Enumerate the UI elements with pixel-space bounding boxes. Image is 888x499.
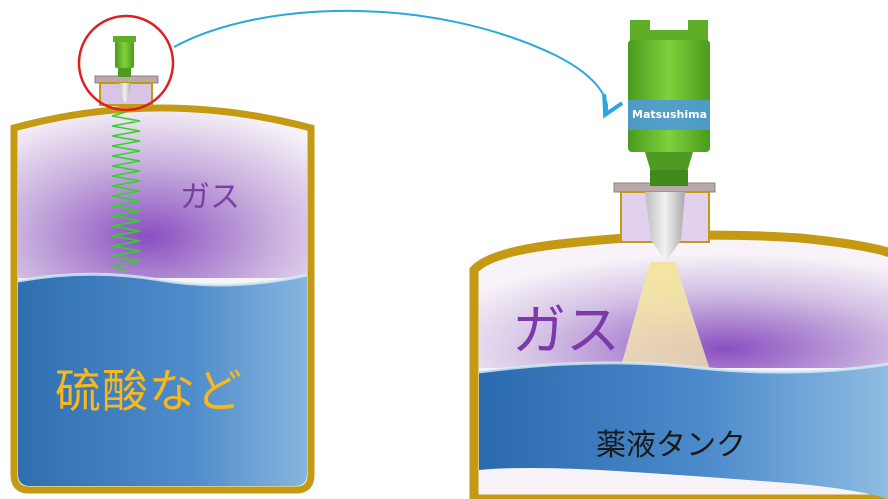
right-sensor-top-cap (630, 20, 708, 42)
right-sensor-notch (650, 20, 688, 30)
left-tank (10, 14, 315, 494)
zoom-arrow (173, 9, 607, 113)
right-sensor-label-plate (628, 100, 710, 130)
left-sensor-cap (113, 36, 136, 42)
right-gas-label: ガス (512, 299, 620, 362)
right-sensor-neck (650, 170, 688, 186)
left-sensor-neck (118, 68, 131, 77)
right-sensor-body (628, 40, 710, 152)
left-nozzle-flange (94, 75, 159, 84)
right-liquid-surface (478, 361, 888, 374)
left-liquid-surface (17, 272, 308, 287)
sensor-brand-text: Matsushima (632, 108, 708, 121)
ultrasonic-beam (620, 262, 710, 370)
right-sensor-probe (645, 192, 685, 262)
ultrasonic-wave (109, 111, 141, 272)
sensor-highlight-circle (77, 14, 175, 112)
left-sensor-probe (119, 83, 131, 103)
left-sensor-body (115, 40, 134, 68)
right-sensor-lower (645, 152, 693, 172)
left-liquid-label: 硫酸など (55, 364, 243, 418)
left-tank-gas (18, 112, 307, 278)
left-tank-liquid (18, 274, 307, 486)
right-tank-label: 薬液タンク (596, 428, 746, 463)
left-gas-label: ガス (180, 180, 240, 215)
right-tank (469, 20, 888, 499)
right-tank-liquid (479, 362, 888, 499)
